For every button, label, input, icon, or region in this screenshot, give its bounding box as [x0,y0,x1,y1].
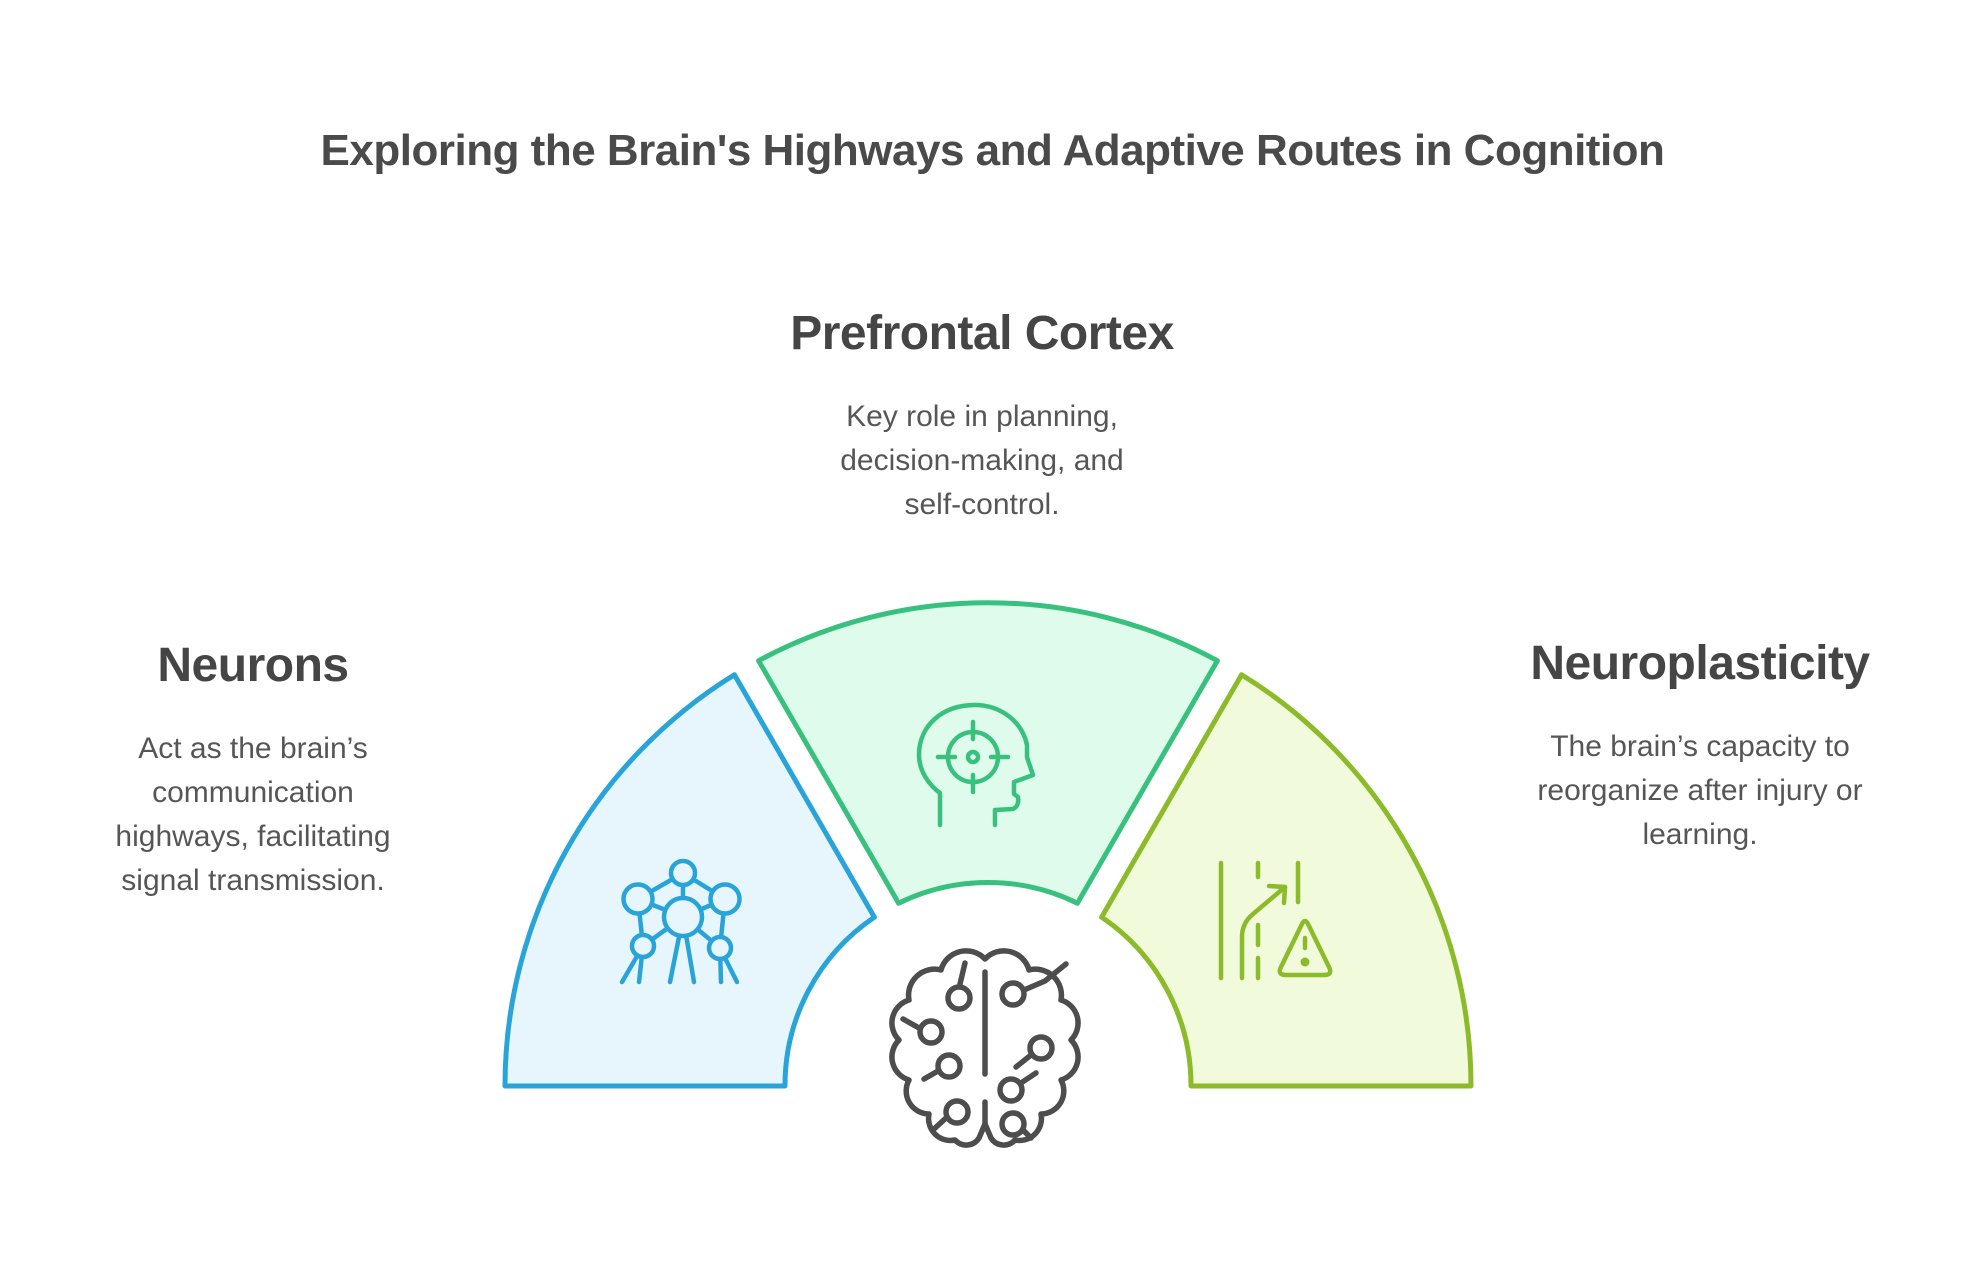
road-detour-warning-icon [1218,860,1333,981]
brain-circuit-icon [889,948,1081,1148]
neurons-description: Act as the brain’s communication highway… [115,732,391,898]
segment-prefrontal-cortex [756,600,1220,906]
section-neuroplasticity: Neuroplasticity The brain’s capacity to … [1492,636,1908,857]
neuroplasticity-description: The brain’s capacity to reorganize after… [1537,730,1863,852]
neurons-heading: Neurons [157,639,349,692]
gauge-graphic [502,600,1474,1148]
prefrontal-cortex-description: Key role in planning, decision-making, a… [840,400,1124,522]
neuroplasticity-heading: Neuroplasticity [1530,637,1870,690]
prefrontal-cortex-heading: Prefrontal Cortex [790,307,1174,360]
section-neurons: Neurons Act as the brain’s communication… [58,638,448,903]
segment-neuroplasticity [1099,672,1474,1089]
page-title: Exploring the Brain's Highways and Adapt… [320,126,1665,175]
head-target-icon [916,702,1036,828]
section-prefrontal-cortex: Prefrontal Cortex Key role in planning, … [742,306,1222,527]
network-nodes-icon [619,858,742,985]
segment-neurons [502,672,877,1089]
